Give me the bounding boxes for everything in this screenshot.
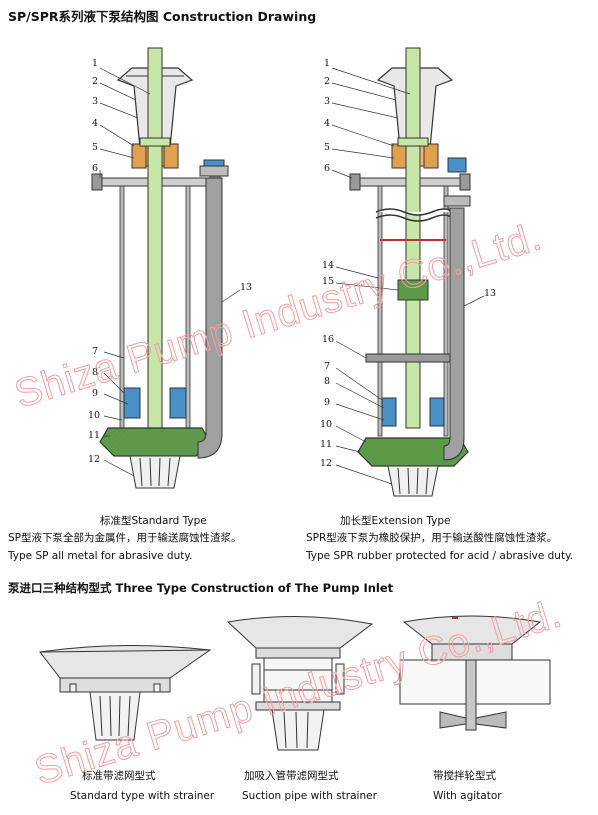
- construction-drawing: 1 2 3 4 5 6 7 8 9 10 11 12 13: [88, 47, 496, 497]
- inlet-suction-en: Suction pipe with strainer: [242, 790, 377, 802]
- inlet-standard-cn: 标准带滤网型式: [82, 770, 156, 782]
- standard-type-desc-en: Type SP all metal for abrasive duty.: [8, 550, 193, 562]
- ext-label-5: 5: [324, 142, 330, 153]
- extension-type-desc-cn: SPR型液下泵为橡胶保护，用于输送酸性腐蚀性渣浆。: [306, 532, 558, 544]
- std-label-13: 13: [240, 282, 252, 293]
- ext-label-7: 7: [324, 361, 330, 372]
- inlet-drawings: [39, 615, 551, 751]
- inlet-section-title: 泵进口三种结构型式 Three Type Construction of The…: [8, 581, 394, 595]
- ext-label-14: 14: [322, 260, 334, 271]
- ext-label-6: 6: [324, 163, 330, 174]
- ext-label-4: 4: [324, 118, 330, 129]
- std-label-12: 12: [88, 454, 100, 465]
- inlet-agitator-en: With agitator: [433, 790, 502, 802]
- extension-type-desc-en: Type SPR rubber protected for acid / abr…: [306, 550, 574, 562]
- std-label-7: 7: [92, 346, 98, 357]
- ext-label-3: 3: [324, 96, 330, 107]
- ext-label-8: 8: [324, 376, 330, 387]
- extension-pump-drawing: 1 2 3 4 5 6 14 15 16 7 8 9 10 11 12 13: [320, 47, 496, 497]
- ext-label-9: 9: [324, 397, 330, 408]
- std-label-2: 2: [92, 76, 98, 87]
- standard-type-title: 标准型Standard Type: [100, 515, 207, 527]
- std-label-11: 11: [88, 430, 100, 441]
- inlet-agitator-drawing: [399, 615, 551, 731]
- inlet-agitator-cn: 带搅拌轮型式: [433, 770, 496, 782]
- ext-label-2: 2: [324, 76, 330, 87]
- ext-label-15: 15: [322, 276, 334, 287]
- std-label-3: 3: [92, 96, 98, 107]
- extension-type-title: 加长型Extension Type: [340, 515, 451, 527]
- std-label-5: 5: [92, 142, 98, 153]
- standard-type-desc-cn: SP型液下泵全部为金属件，用于输送腐蚀性渣浆。: [8, 532, 242, 544]
- std-label-9: 9: [92, 388, 98, 399]
- ext-label-16: 16: [322, 334, 334, 345]
- standard-pump-drawing: 1 2 3 4 5 6 7 8 9 10 11 12 13: [88, 47, 252, 489]
- ext-label-12: 12: [320, 458, 332, 469]
- page-title: SP/SPR系列液下泵结构图 Construction Drawing: [8, 9, 317, 24]
- std-label-10: 10: [88, 410, 100, 421]
- std-label-1: 1: [92, 58, 98, 69]
- std-label-4: 4: [92, 118, 98, 129]
- inlet-suction-cn: 加吸入管带滤网型式: [244, 770, 339, 782]
- std-label-6: 6: [92, 163, 98, 174]
- ext-label-10: 10: [320, 419, 332, 430]
- std-label-8: 8: [92, 367, 98, 378]
- inlet-suction-pipe-drawing: [226, 615, 374, 751]
- inlet-standard-en: Standard type with strainer: [70, 790, 215, 802]
- ext-label-13: 13: [484, 288, 496, 299]
- inlet-standard-drawing: [39, 644, 212, 741]
- ext-label-1: 1: [324, 58, 330, 69]
- ext-label-11: 11: [320, 439, 332, 450]
